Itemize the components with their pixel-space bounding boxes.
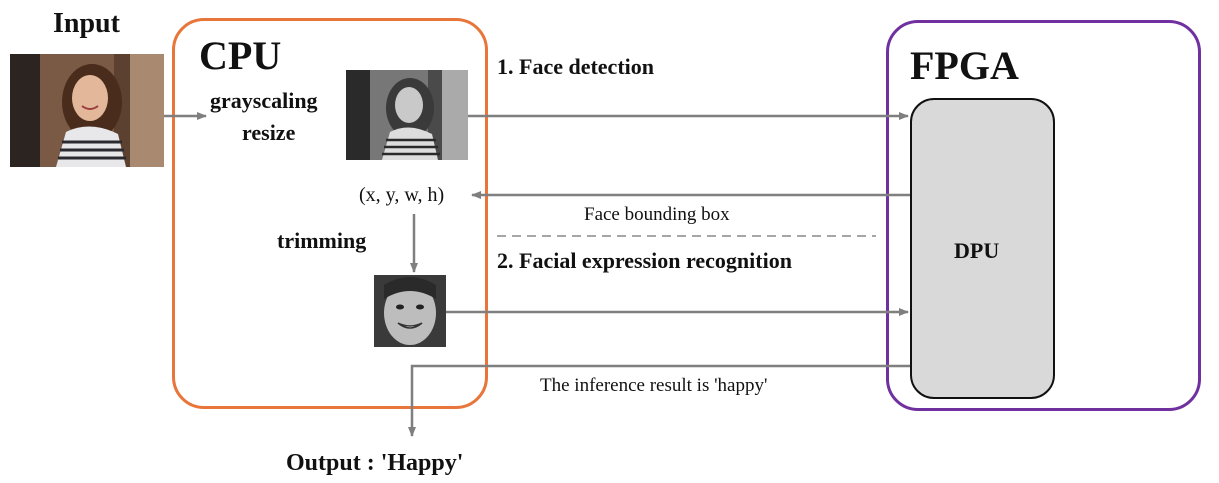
- expression-recognition-label: 2. Facial expression recognition: [497, 248, 792, 273]
- trimming-label: trimming: [277, 228, 367, 253]
- grayscaling-label: grayscaling: [210, 88, 318, 113]
- input-photo: [10, 54, 164, 167]
- coords-label: (x, y, w, h): [359, 184, 445, 206]
- result-to-output-arrow: [408, 364, 910, 437]
- fpga-title: FPGA: [910, 43, 1019, 88]
- inference-result-label: The inference result is 'happy': [540, 375, 768, 396]
- face-detection-label: 1. Face detection: [497, 54, 654, 79]
- fpga-box: [886, 20, 1201, 411]
- cpu-box: [172, 18, 488, 409]
- dpu-block: [910, 98, 1055, 399]
- dpu-label: DPU: [954, 238, 1000, 263]
- cpu-title: CPU: [199, 33, 282, 78]
- grayscale-photo: [346, 70, 468, 160]
- output-label: Output : 'Happy': [286, 450, 464, 476]
- cropped-face-photo: [374, 275, 446, 347]
- resize-label: resize: [242, 120, 296, 145]
- bounding-box-label: Face bounding box: [584, 204, 730, 225]
- input-label: Input: [53, 8, 120, 39]
